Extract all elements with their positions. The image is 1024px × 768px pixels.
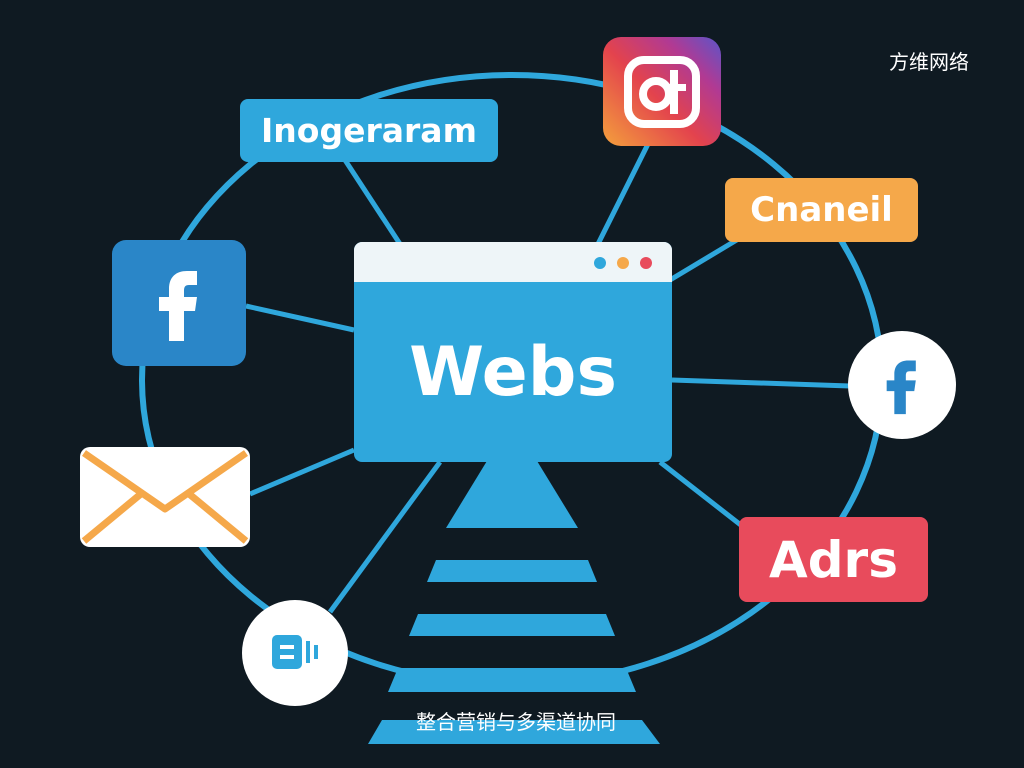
connector-facebook-circle: [671, 377, 851, 389]
pyramid-band-1: [427, 560, 597, 582]
pyramid-band-2: [409, 614, 615, 636]
connector-cnaneil: [668, 235, 742, 283]
chat-icon: [272, 635, 318, 669]
caption: 整合营销与多渠道协同: [416, 710, 616, 734]
facebook-circle-node: [848, 331, 956, 439]
connector-chat: [327, 460, 443, 614]
connector-facebook-square: [245, 303, 355, 333]
window-dot-red: [640, 257, 652, 269]
envelope-icon: [81, 450, 249, 544]
node-adrs: Adrs: [739, 517, 928, 602]
brand-watermark: 方维网络: [889, 50, 969, 74]
node-inogeraram: Inogeraram: [240, 99, 498, 162]
facebook-icon: [159, 271, 197, 341]
pyramid-band-3: [388, 668, 636, 692]
window-titlebar: [354, 242, 672, 282]
facebook-icon: [886, 360, 916, 415]
pyramid-band-4: [368, 720, 660, 744]
connector-instagram: [595, 138, 653, 246]
instagram-node: [603, 37, 721, 146]
node-cnaneil: Cnaneil: [725, 178, 918, 242]
connector-email: [249, 447, 355, 497]
facebook-square-node: [112, 240, 246, 366]
instagram-icon: [624, 55, 700, 128]
pyramid-tip: [446, 420, 578, 528]
chat-node: [242, 600, 348, 706]
email-node: [80, 447, 250, 547]
web-browser-window: Webs: [354, 242, 672, 462]
center-title: Webs: [409, 332, 617, 412]
window-dot-orange: [617, 257, 629, 269]
connector-inogeraram: [342, 158, 403, 246]
window-dot-blue: [594, 257, 606, 269]
